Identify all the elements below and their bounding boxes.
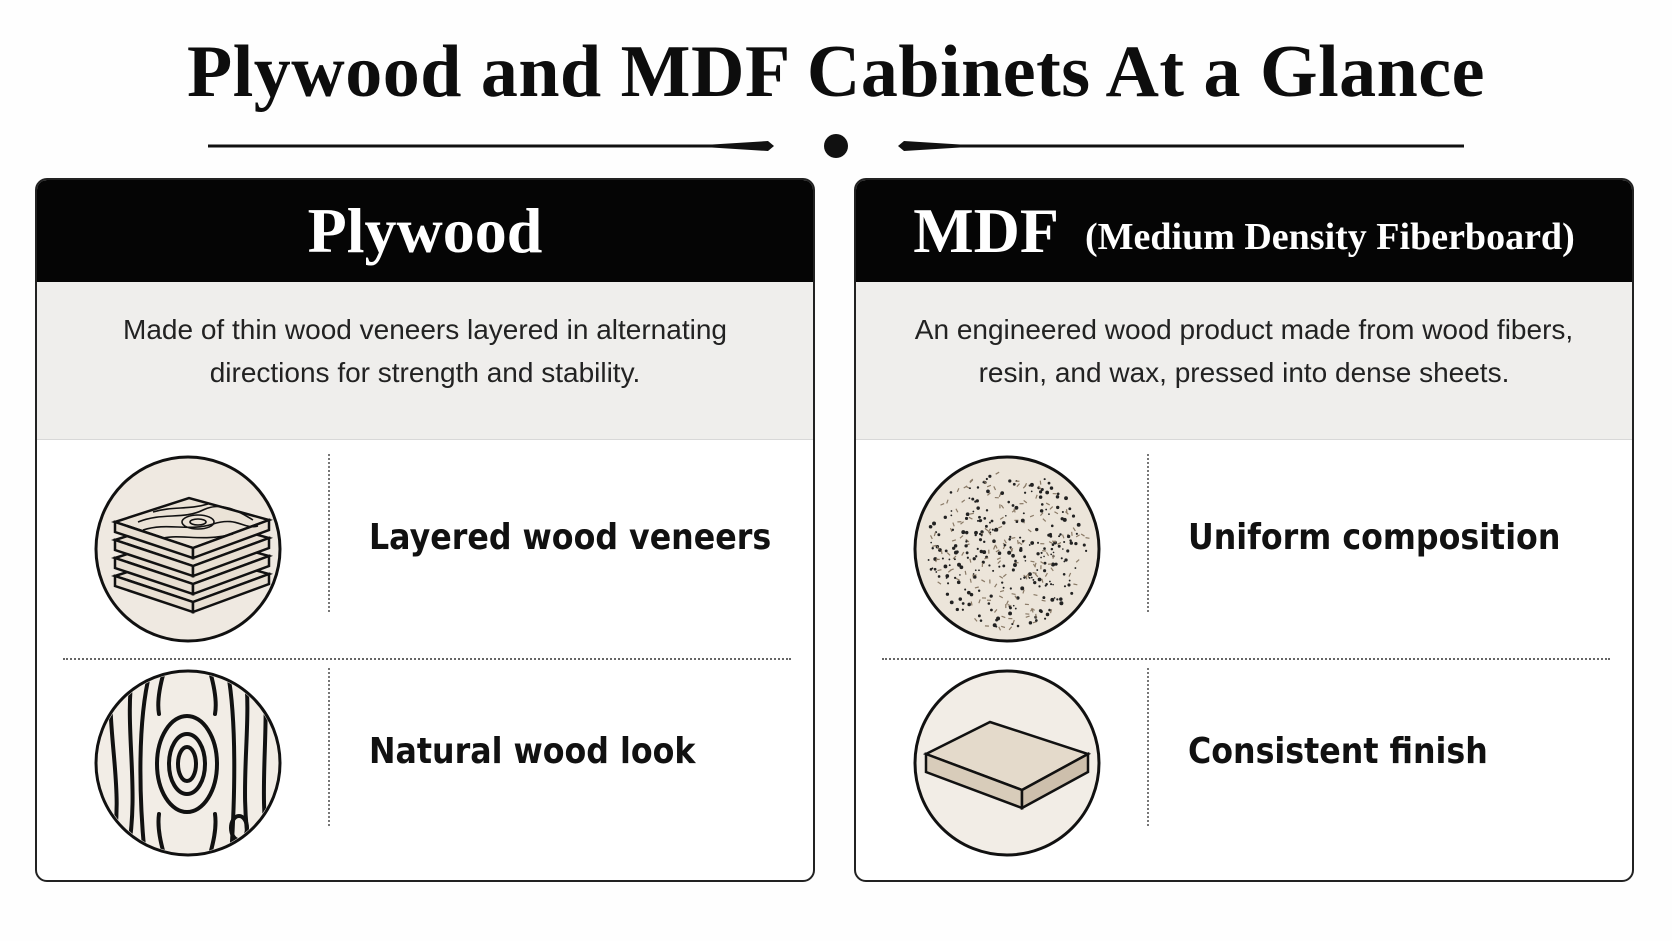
- layered-veneers-icon: [94, 455, 282, 643]
- plywood-panel: Plywood Made of thin wood veneers layere…: [35, 178, 815, 882]
- mdf-feature-2-separator: [1147, 668, 1149, 826]
- mdf-feature-uniform: Uniform composition: [856, 442, 1632, 643]
- plywood-feature-2-label: Natural wood look: [369, 731, 696, 772]
- mdf-description: An engineered wood product made from woo…: [914, 314, 1574, 388]
- wood-fiber-icon: [913, 455, 1101, 643]
- mdf-heading: MDF: [913, 195, 1059, 266]
- mdf-description-box: An engineered wood product made from woo…: [856, 282, 1632, 440]
- plywood-description: Made of thin wood veneers layered in alt…: [123, 314, 727, 388]
- plywood-feature-natural: Natural wood look: [37, 656, 813, 857]
- mdf-panel: MDF (Medium Density Fiberboard) An engin…: [854, 178, 1634, 882]
- plywood-feature-1-label: Layered wood veneers: [369, 517, 772, 558]
- page-title: Plywood and MDF Cabinets At a Glance: [187, 31, 1485, 113]
- title-divider: [208, 134, 1464, 158]
- plywood-feature-layered: Layered wood veneers: [37, 442, 813, 643]
- mdf-feature-divider: [882, 658, 1610, 660]
- plywood-header: Plywood: [37, 180, 813, 282]
- mdf-header: MDF (Medium Density Fiberboard): [856, 180, 1632, 282]
- plywood-feature-divider: [63, 658, 791, 660]
- board-sheet-icon: [913, 669, 1101, 857]
- mdf-feature-finish: Consistent finish: [856, 656, 1632, 857]
- mdf-feature-1-label: Uniform composition: [1188, 517, 1561, 558]
- mdf-feature-1-separator: [1147, 454, 1149, 612]
- mdf-subheading: (Medium Density Fiberboard): [1084, 216, 1575, 258]
- wood-grain-icon: [94, 669, 282, 857]
- plywood-feature-1-separator: [328, 454, 330, 612]
- plywood-heading: Plywood: [307, 195, 543, 266]
- mdf-feature-2-label: Consistent finish: [1188, 731, 1488, 772]
- plywood-description-box: Made of thin wood veneers layered in alt…: [37, 282, 813, 440]
- plywood-feature-2-separator: [328, 668, 330, 826]
